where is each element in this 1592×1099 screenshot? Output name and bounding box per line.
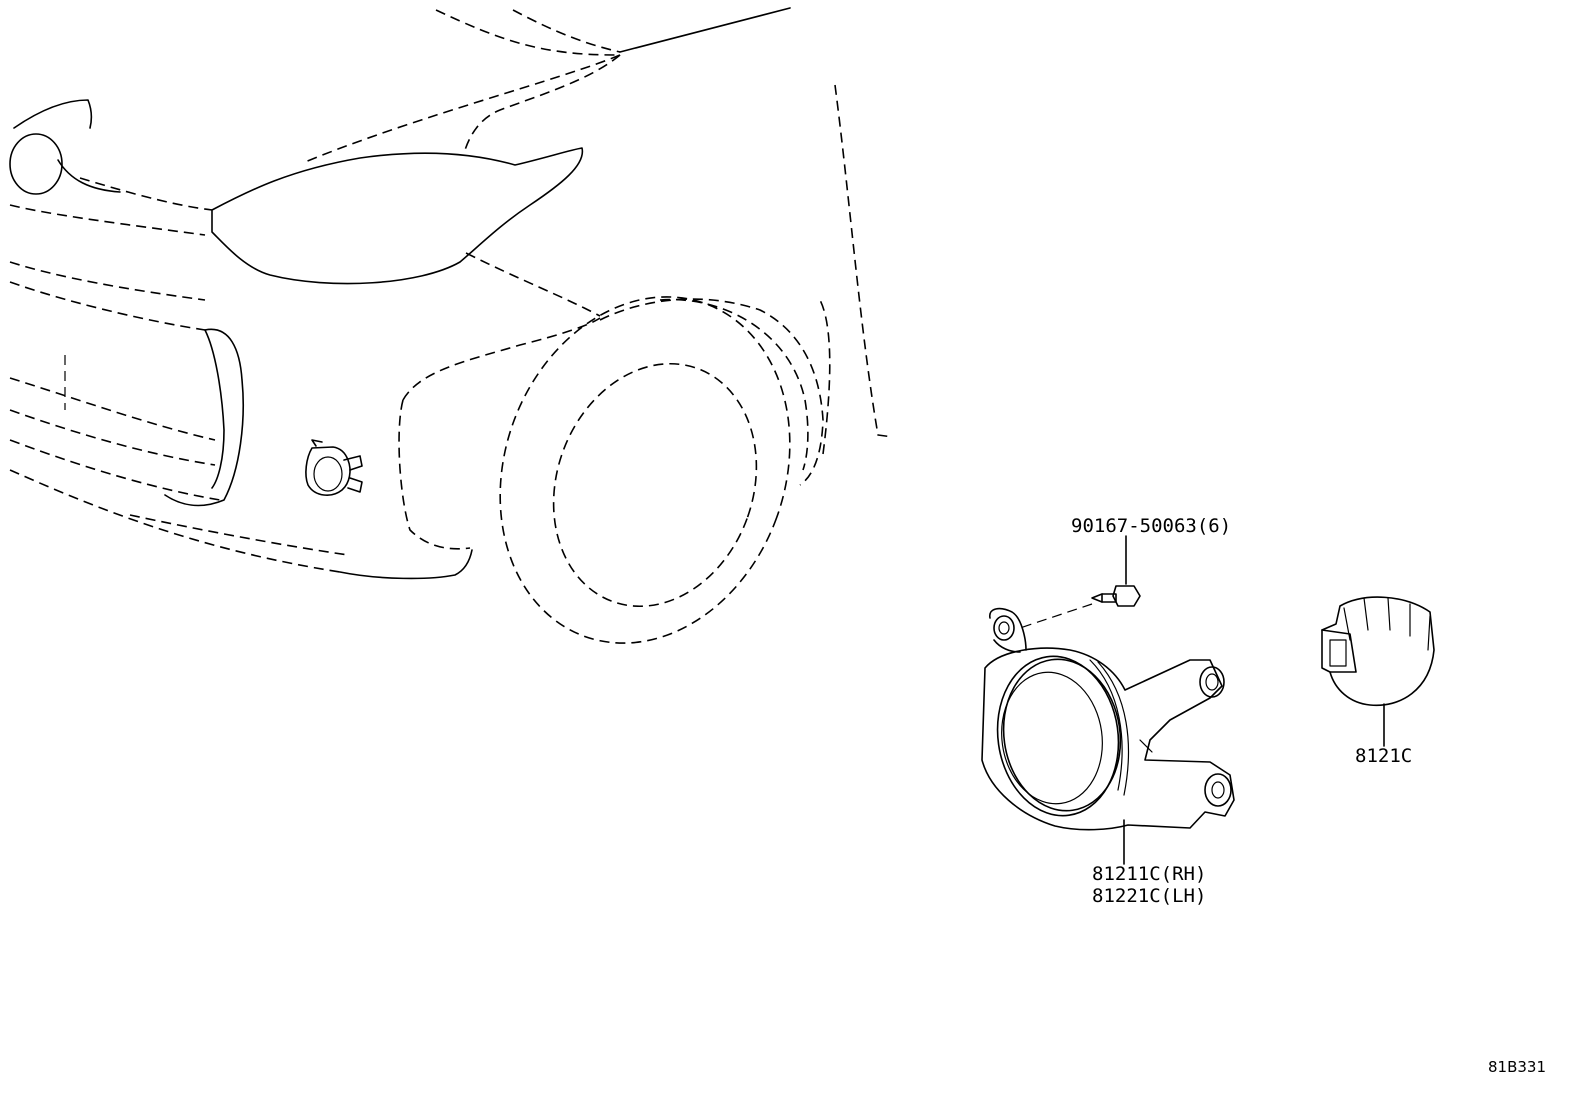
bolt-part-number: 90167-50063(6) (1071, 515, 1232, 537)
fog-lamp-part-number-rh: 81211C(RH) (1092, 863, 1207, 885)
fog-lamp-location-mark (305, 439, 363, 496)
vehicle-outline (9, 7, 894, 644)
fog-lamp-part-number-lh: 81221C(LH) (1092, 885, 1207, 907)
fog-lamp-part (981, 607, 1235, 865)
socket-part-number: 8121C (1355, 745, 1413, 767)
figure-reference-code: 81B331 (1488, 1058, 1547, 1076)
socket-part (1321, 596, 1435, 747)
bolt-part (1019, 535, 1141, 629)
